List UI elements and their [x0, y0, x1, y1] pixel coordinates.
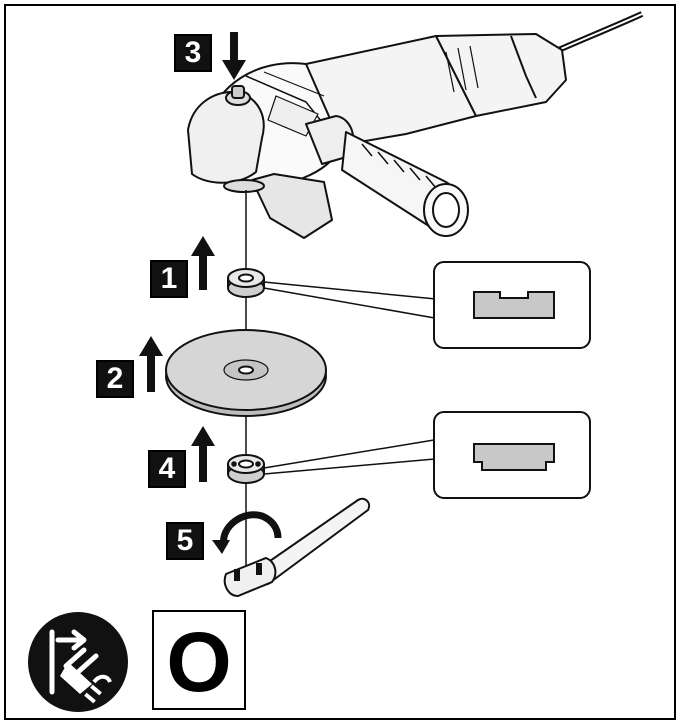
assembly-illustration — [139, 11, 644, 598]
rotate-arrow-icon — [212, 511, 282, 554]
step-label-1: 1 — [150, 260, 188, 298]
step-label-4: 4 — [148, 450, 186, 488]
step-2-up-arrow — [139, 336, 163, 392]
nut-profile-callout — [263, 411, 591, 499]
step-label-5: 5 — [166, 522, 204, 560]
angle-grinder-icon — [187, 11, 644, 239]
unplug-power-icon — [28, 612, 128, 712]
instruction-frame: 3 1 2 4 5 O — [4, 4, 676, 720]
step-label-2: 2 — [96, 360, 134, 398]
grinding-disc-icon — [165, 329, 327, 417]
step-label-3: 3 — [174, 34, 212, 72]
clamping-nut-icon — [227, 454, 265, 484]
step-4-up-arrow — [191, 426, 215, 482]
switch-off-symbol: O — [152, 610, 246, 710]
press-down-arrow — [222, 32, 246, 80]
step-1-up-arrow — [191, 236, 215, 290]
spanner-wrench-icon — [223, 497, 370, 598]
flange-profile-callout — [263, 261, 591, 349]
inner-flange-icon — [227, 268, 265, 298]
